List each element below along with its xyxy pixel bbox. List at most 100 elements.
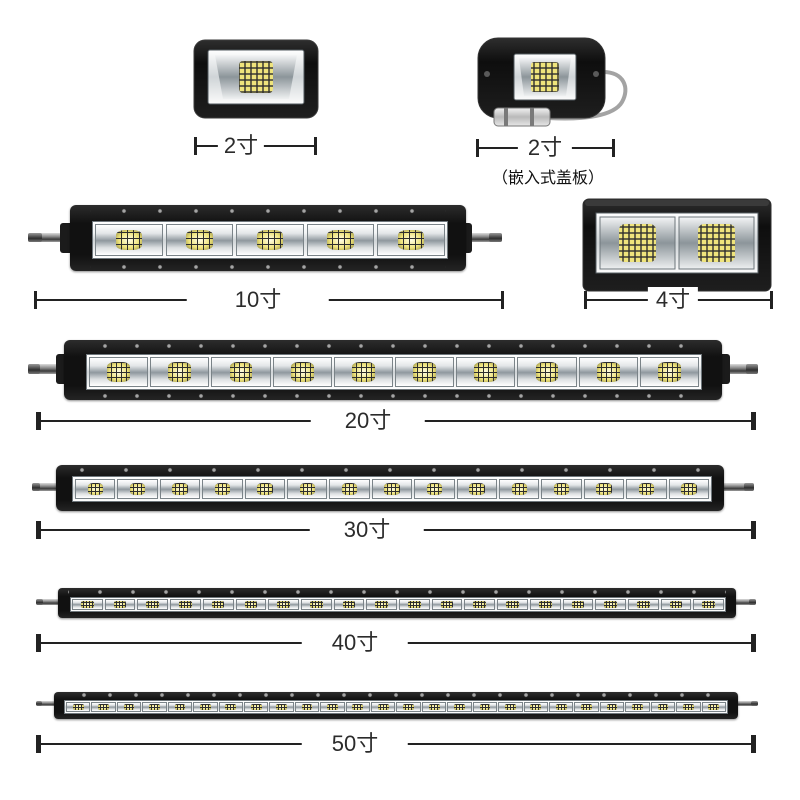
led-module — [333, 357, 394, 387]
led-module — [595, 599, 626, 610]
led-module — [95, 224, 163, 256]
mount-hole — [593, 71, 599, 77]
led-chip — [351, 362, 375, 382]
led-chip — [708, 703, 720, 711]
size-label-10: 10寸 — [186, 287, 330, 313]
led-module — [499, 479, 540, 499]
mounting-stud-left — [36, 599, 60, 605]
led-module — [116, 702, 142, 712]
lens-window — [70, 597, 726, 612]
lens-window — [92, 221, 448, 259]
led-chip — [505, 703, 516, 711]
dimension-line-10: 10寸 — [34, 287, 504, 313]
led-module — [431, 599, 463, 610]
led-module — [306, 224, 375, 256]
dimension-tick-left — [36, 735, 41, 753]
led-module — [414, 479, 455, 499]
led-module — [693, 599, 725, 610]
led-chip — [375, 601, 388, 608]
screw-row-bottom — [90, 264, 446, 270]
led-chip — [530, 703, 542, 711]
led-chip — [229, 362, 253, 382]
dimension-line-20: 20寸 — [36, 408, 756, 434]
led-chip — [538, 601, 552, 608]
led-chip — [146, 601, 160, 608]
led-module — [159, 479, 201, 499]
light-bar-40 — [36, 586, 756, 620]
led-chip — [669, 601, 683, 608]
dimension-tick-right — [751, 412, 756, 430]
led-chip — [596, 482, 612, 496]
dimension-tick-left — [194, 137, 197, 155]
led-module — [333, 599, 365, 610]
led-module — [395, 357, 455, 387]
led-chip — [98, 703, 110, 711]
led-chip — [596, 362, 620, 382]
led-chip — [211, 601, 225, 608]
led-module — [464, 599, 496, 610]
led-chip — [454, 703, 465, 711]
led-module — [211, 357, 271, 387]
flush-mount-note: （嵌入式盖板） — [491, 170, 605, 187]
led-chip — [81, 601, 94, 608]
light-bar-50 — [36, 690, 758, 720]
led-module — [269, 702, 294, 712]
led-chip — [113, 601, 127, 608]
light-bar-30 — [32, 463, 754, 513]
led-chip — [172, 482, 188, 496]
led-module — [243, 702, 269, 712]
mounting-stud-left — [32, 483, 60, 491]
bar-housing — [54, 692, 738, 719]
dimension-tick-right — [501, 291, 504, 309]
led-module — [235, 599, 267, 610]
dimension-tick-left — [36, 521, 41, 539]
size-label-2: 2寸 — [217, 133, 265, 159]
led-chip — [342, 601, 356, 608]
led-chip — [123, 703, 135, 711]
dimension-tick-left — [36, 412, 41, 430]
bar-housing — [58, 588, 736, 618]
led-module — [497, 599, 528, 610]
led-module — [396, 702, 421, 712]
led-module — [456, 479, 498, 499]
led-chip — [398, 229, 425, 251]
led-chip — [555, 703, 567, 711]
led-chip — [657, 362, 681, 382]
led-module — [244, 479, 286, 499]
led-module — [287, 479, 328, 499]
led-chip — [606, 703, 618, 711]
led-chip — [413, 362, 437, 382]
led-module — [72, 599, 103, 610]
led-module — [399, 599, 430, 610]
led-chip — [581, 703, 593, 711]
led-module — [142, 702, 167, 712]
mounting-stud-right — [736, 701, 758, 706]
mounting-stud-left — [36, 701, 56, 706]
led-chip — [174, 703, 186, 711]
led-chip — [87, 482, 103, 496]
led-chip — [632, 703, 643, 711]
led-chip — [277, 601, 290, 608]
dimension-tick-left — [34, 291, 37, 309]
led-chip — [225, 703, 237, 711]
led-chip — [290, 362, 314, 382]
led-module — [268, 599, 299, 610]
led-module — [218, 702, 243, 712]
led-chip — [276, 703, 287, 711]
led-module — [626, 479, 667, 499]
led-chip — [301, 703, 313, 711]
led-chip — [682, 703, 694, 711]
led-chip — [469, 482, 485, 496]
led-module — [170, 599, 201, 610]
mounting-stud-left — [28, 233, 74, 242]
led-module — [167, 702, 193, 712]
led-chip — [506, 601, 519, 608]
led-chip — [107, 362, 131, 382]
dimension-line-4: 4寸 — [584, 287, 773, 313]
led-chip — [168, 362, 192, 382]
led-module — [272, 357, 332, 387]
led-module — [517, 357, 577, 387]
led-chip — [553, 482, 570, 496]
led-module — [472, 702, 498, 712]
led-chip — [327, 229, 354, 251]
